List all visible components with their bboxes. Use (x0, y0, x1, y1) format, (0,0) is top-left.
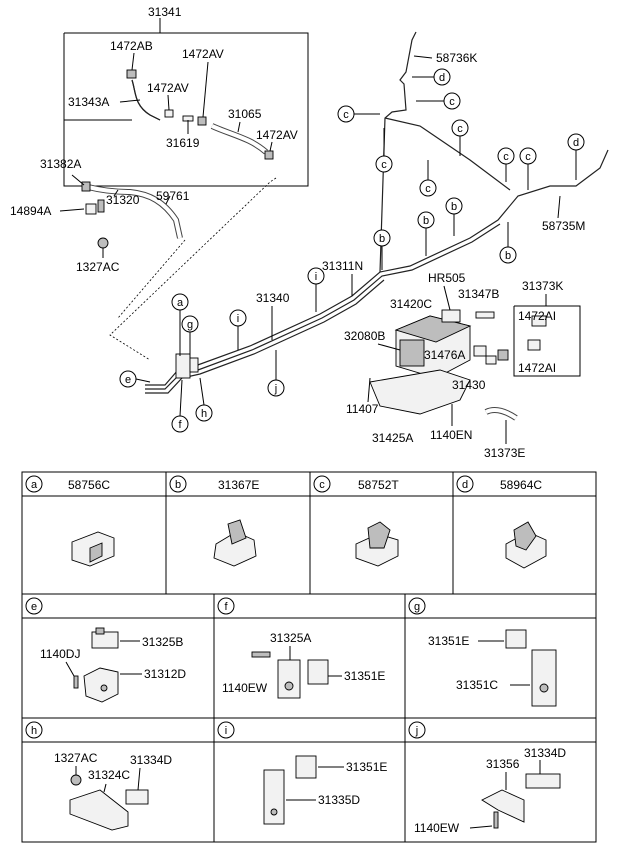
callout-b: b (423, 215, 429, 227)
filler-hose-31320 (81, 181, 183, 249)
callout-h: h (201, 408, 207, 420)
label-14894A: 14894A (10, 204, 51, 218)
label-31335D: 31335D (318, 793, 360, 807)
label-31476A: 31476A (424, 348, 465, 362)
label-1140DJ: 1140DJ (40, 647, 80, 661)
legend-key-a: a (31, 479, 38, 491)
label-31351E-f: 31351E (344, 669, 385, 683)
label-31619: 31619 (166, 136, 200, 150)
legend-part-31367E: 31367E (218, 478, 259, 492)
label-1140EW-j: 1140EW (414, 821, 460, 835)
callout-i: i (315, 271, 317, 283)
callout-e: e (125, 374, 131, 386)
label-1472AB: 1472AB (110, 39, 153, 53)
callout-c: c (503, 151, 509, 163)
fuel-lines (145, 31, 609, 394)
label-31343A: 31343A (68, 95, 109, 109)
label-31373E: 31373E (484, 446, 525, 460)
legend-key-i: i (225, 725, 227, 737)
label-31324C: 31324C (88, 768, 130, 782)
clip-58752T (355, 521, 399, 567)
bracket-set-e (73, 627, 119, 703)
label-31351C: 31351C (456, 678, 498, 692)
bracket-set-i (263, 755, 317, 825)
label-1327AC-top: 1327AC (76, 260, 120, 274)
label-31325A: 31325A (270, 631, 311, 645)
bracket-set-f (251, 651, 329, 699)
callout-f: f (178, 419, 182, 431)
label-31334D-h: 31334D (130, 753, 172, 767)
bracket-set-h (69, 774, 149, 831)
label-31325B: 31325B (142, 635, 183, 649)
callout-c: c (525, 151, 531, 163)
legend-key-h: h (31, 725, 37, 737)
callout-leaders (135, 76, 577, 417)
label-31312D: 31312D (144, 667, 186, 681)
callout-i: i (237, 313, 239, 325)
callout-a: a (177, 297, 184, 309)
callout-b: b (451, 201, 457, 213)
label-31420C: 31420C (390, 297, 432, 311)
callout-c: c (449, 96, 455, 108)
kit-box-31341 (63, 18, 309, 187)
bracket-set-g (505, 629, 557, 707)
legend-part-58752T: 58752T (358, 478, 399, 492)
legend-key-j: j (415, 725, 418, 737)
label-31356: 31356 (486, 757, 520, 771)
label-31430: 31430 (452, 378, 486, 392)
label-1472AI-a: 1472AI (518, 309, 556, 323)
legend-grid (21, 471, 597, 843)
label-1472AV-b: 1472AV (147, 81, 189, 95)
label-59761: 59761 (156, 189, 190, 203)
callout-b: b (505, 250, 511, 262)
canister-assembly (369, 309, 547, 421)
label-1472AV-c: 1472AV (256, 128, 298, 142)
bracket-set-j (481, 773, 561, 829)
legend-key-f: f (224, 601, 228, 613)
label-1472AV-a: 1472AV (182, 47, 224, 61)
label-31341: 31341 (148, 5, 182, 19)
label-1140EW-f: 1140EW (222, 681, 268, 695)
label-31351E-g: 31351E (428, 634, 469, 648)
callout-c: c (343, 109, 349, 121)
callout-c: c (381, 159, 387, 171)
label-31351E-i: 31351E (346, 760, 387, 774)
legend-key-b: b (175, 479, 181, 491)
label-HR505: HR505 (428, 271, 466, 285)
legend-key-e: e (31, 601, 37, 613)
label-32080B: 32080B (344, 329, 385, 343)
callout-c: c (457, 123, 463, 135)
label-31382A: 31382A (40, 157, 81, 171)
label-58736K: 58736K (436, 51, 477, 65)
clip-58964C (505, 521, 547, 569)
legend-key-d: d (462, 479, 468, 491)
callout-d: d (573, 137, 579, 149)
callout-c: c (425, 183, 431, 195)
label-31065: 31065 (228, 107, 262, 121)
legend-key-c: c (319, 479, 325, 491)
label-31373K: 31373K (522, 279, 563, 293)
label-31425A: 31425A (372, 431, 413, 445)
callout-b: b (379, 233, 385, 245)
callout-g: g (187, 319, 193, 331)
label-1140EN: 1140EN (430, 428, 472, 442)
label-31340: 31340 (256, 291, 290, 305)
label-31334D-j: 31334D (524, 746, 566, 760)
label-58735M: 58735M (542, 219, 585, 233)
legend-key-g: g (414, 601, 420, 613)
label-1472AI-b: 1472AI (518, 361, 556, 375)
label-1327AC-h: 1327AC (54, 751, 98, 765)
hose-group-31341 (126, 69, 274, 160)
label-31320: 31320 (106, 193, 140, 207)
label-11407: 11407 (346, 402, 379, 416)
label-31311N: 31311N (322, 259, 363, 273)
label-31347B: 31347B (458, 287, 499, 301)
callout-j: j (274, 383, 277, 395)
callout-d: d (439, 72, 445, 84)
legend-part-58964C: 58964C (500, 478, 542, 492)
clip-58756C (71, 531, 115, 567)
legend-part-58756C: 58756C (68, 478, 110, 492)
clip-31367E (213, 519, 257, 567)
